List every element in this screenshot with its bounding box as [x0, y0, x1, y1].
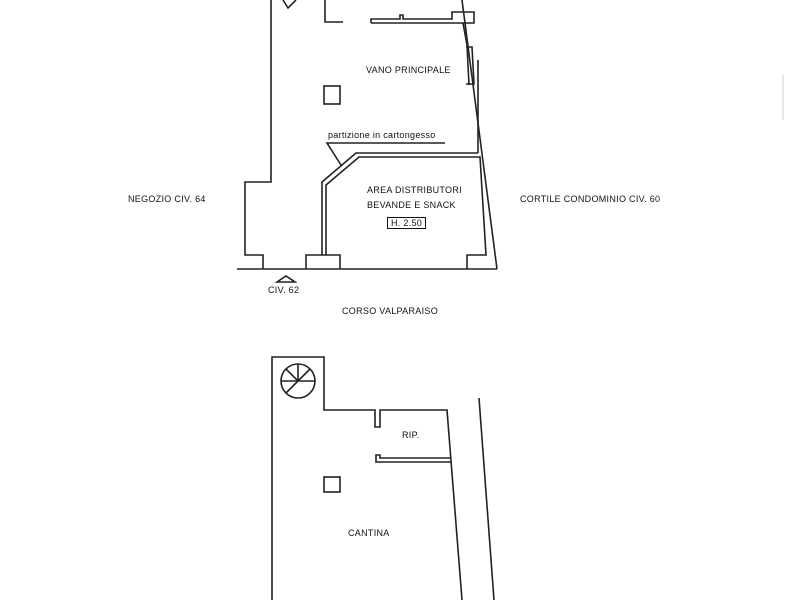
basement-walls	[271, 356, 495, 600]
column	[323, 476, 341, 493]
room-label-area-line2: BEVANDE E SNACK	[367, 200, 456, 210]
entrance-marker-icon	[274, 275, 298, 283]
height-label: H. 2.50	[387, 217, 427, 229]
neighbor-label-cortile: CORTILE CONDOMINIO CIV. 60	[520, 194, 661, 204]
neighbor-label-negozio: NEGOZIO CIV. 64	[128, 194, 206, 204]
ground-floor-walls	[237, 0, 498, 283]
civic-number-label: CIV. 62	[268, 285, 300, 295]
room-label-cantina: CANTINA	[348, 528, 390, 538]
room-label-vano-principale: VANO PRINCIPALE	[366, 65, 451, 75]
partition-leader	[325, 142, 445, 166]
column	[323, 85, 341, 105]
room-label-rip: RIP.	[402, 430, 420, 440]
partition-label: partizione in cartongesso	[328, 130, 436, 140]
room-label-area-line1: AREA DISTRIBUTORI	[367, 185, 462, 195]
stair-icon	[282, 0, 297, 10]
street-label: CORSO VALPARAISO	[342, 306, 438, 316]
